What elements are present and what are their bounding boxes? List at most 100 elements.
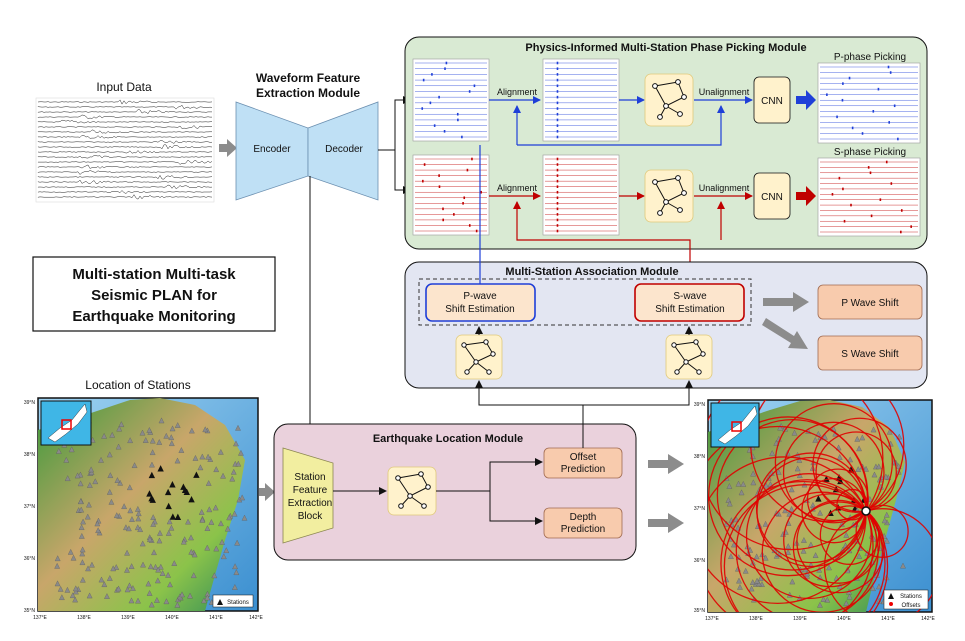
p-phase-picking-label: P-phase Picking <box>834 52 906 63</box>
input-trace <box>37 194 213 200</box>
station-marker <box>180 538 187 545</box>
pick-mark <box>556 179 559 183</box>
sfe-line4: Block <box>298 511 323 522</box>
station-marker <box>167 581 173 588</box>
lat-tick: 37°N <box>24 504 36 510</box>
offset-circle <box>735 479 879 612</box>
station-marker <box>95 527 101 533</box>
station-marker <box>86 592 93 599</box>
depth-to-map-arrow <box>648 513 684 533</box>
station-marker <box>197 464 204 471</box>
pick-mark <box>848 76 851 80</box>
station-marker <box>198 509 205 515</box>
station-marker <box>233 440 239 447</box>
s-cnn-box <box>753 172 791 220</box>
station-marker <box>77 480 84 487</box>
station-marker <box>169 513 177 520</box>
station-marker <box>785 543 792 549</box>
pick-mark <box>556 78 559 82</box>
depth-line2: Prediction <box>561 524 605 535</box>
pick-mark <box>445 61 448 65</box>
pick-mark <box>556 218 559 222</box>
decoder-shape <box>307 101 379 201</box>
pick-mark <box>556 124 559 127</box>
result-lon-ticks: 137°E 138°E 139°E 140°E 141°E 142°E <box>705 616 935 622</box>
station-marker <box>64 475 71 481</box>
lon-tick: 140°E <box>165 615 179 621</box>
pick-mark <box>556 224 559 227</box>
input-trace <box>37 119 213 124</box>
lat-tick: 37°N <box>694 506 706 512</box>
station-marker <box>747 546 754 553</box>
station-marker <box>193 471 200 478</box>
pick-mark <box>556 135 559 139</box>
station-marker <box>876 583 882 590</box>
s-waveform-panel <box>412 154 490 236</box>
station-marker <box>158 417 165 424</box>
station-marker <box>883 473 889 480</box>
station-marker <box>735 480 742 487</box>
plan-title-line2: Seismic PLAN for <box>91 287 217 304</box>
station-marker <box>146 427 153 433</box>
lon-tick: 137°E <box>705 616 719 622</box>
offset-line1: Offset <box>570 452 597 463</box>
station-marker <box>199 453 206 460</box>
station-marker <box>63 456 70 463</box>
result-legend-stations: Stations <box>900 594 922 600</box>
station-marker <box>106 489 113 495</box>
pick-mark <box>422 78 425 82</box>
p-unalignment-label: Unalignment <box>699 87 750 97</box>
station-marker <box>148 601 155 608</box>
offset-circle <box>774 403 893 522</box>
station-marker <box>205 453 211 460</box>
s-phase-picking-label: S-phase Picking <box>834 147 906 158</box>
lon-tick: 139°E <box>793 616 807 622</box>
station-marker <box>159 570 166 576</box>
lat-tick: 35°N <box>24 608 36 614</box>
station-marker <box>157 563 164 570</box>
offset-circle <box>745 473 872 600</box>
station-marker <box>174 513 182 520</box>
p-alignment-label: Alignment <box>497 87 538 97</box>
input-trace <box>37 170 213 175</box>
station-marker <box>98 576 105 583</box>
station-marker <box>72 596 78 603</box>
lon-tick: 141°E <box>881 616 895 622</box>
station-marker <box>800 547 807 554</box>
pick-mark <box>556 101 559 105</box>
station-marker <box>106 451 113 458</box>
station-marker <box>178 447 185 453</box>
pick-mark <box>556 190 559 194</box>
station-marker <box>127 437 133 443</box>
p-waveform-panel <box>412 58 490 142</box>
station-marker <box>135 515 142 522</box>
station-marker <box>174 457 181 464</box>
pick-mark <box>889 71 892 74</box>
station-marker <box>740 481 747 487</box>
station-marker <box>54 580 61 587</box>
s-wave-shift-arrow <box>762 318 808 349</box>
station-marker <box>92 478 99 485</box>
pick-mark <box>556 61 559 65</box>
p-graph-node-box <box>644 73 694 127</box>
input-trace <box>37 150 213 154</box>
station-marker <box>238 449 244 456</box>
input-trace <box>37 155 213 159</box>
station-marker <box>230 468 237 475</box>
station-marker <box>220 553 227 560</box>
station-marker <box>155 566 162 573</box>
station-marker <box>788 486 795 493</box>
offset-circle <box>823 508 932 612</box>
sfe-line1: Station <box>294 472 325 483</box>
lat-tick: 36°N <box>24 556 36 562</box>
pick-mark <box>423 163 426 166</box>
stations-map-panel: Location of Stations Stations 39°N 38°N … <box>24 378 264 621</box>
station-marker <box>150 521 157 527</box>
station-marker <box>836 454 843 460</box>
lat-tick: 36°N <box>694 558 706 564</box>
station-marker <box>139 429 146 436</box>
pick-mark <box>556 118 559 122</box>
station-marker <box>150 514 157 520</box>
lon-tick: 139°E <box>121 615 135 621</box>
station-marker <box>168 524 175 531</box>
